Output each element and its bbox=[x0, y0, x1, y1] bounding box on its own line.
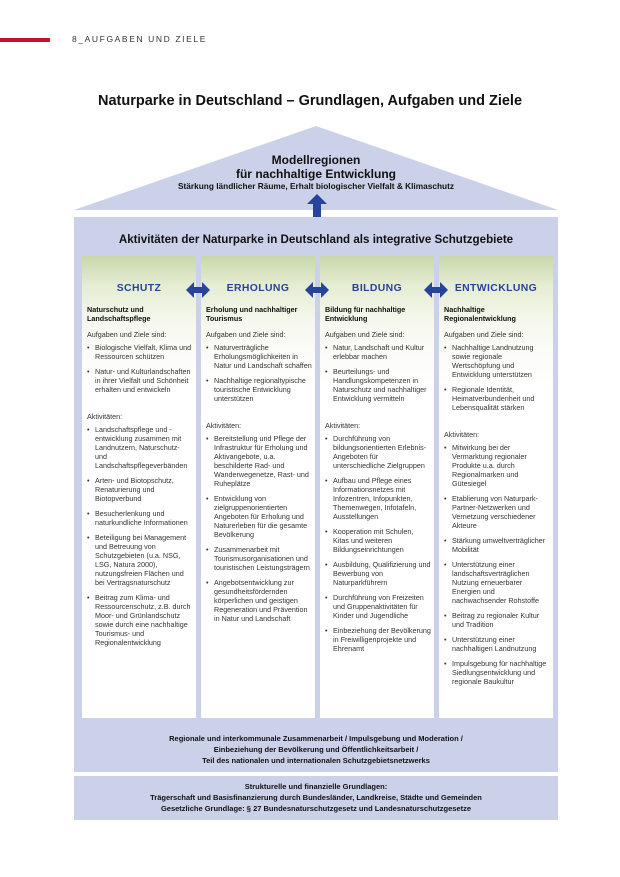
column-subtitle: Nachhaltige Regionalentwicklung bbox=[444, 305, 516, 323]
activity-item: Entwicklung von zielgruppenorientierten … bbox=[206, 494, 312, 539]
heading-erholung: ERHOLUNG bbox=[226, 283, 290, 294]
goal-item: Biologische Vielfalt, Klima und Ressourc… bbox=[87, 343, 193, 361]
goals-label: Aufgaben und Ziele sind: bbox=[444, 330, 524, 339]
activity-item: Zusammenarbeit mit Tourismusorganisation… bbox=[206, 545, 312, 572]
heading-entwicklung: ENTWICKLUNG bbox=[454, 283, 538, 294]
activity-item: Etablierung von Naturpark-Partner-Netzwe… bbox=[444, 494, 550, 530]
goal-item: Nachhaltige Landnutzung sowie regionale … bbox=[444, 343, 550, 379]
activity-item: Unterstützung einer nachhaltigen Landnut… bbox=[444, 635, 550, 653]
up-arrow-icon bbox=[307, 194, 327, 218]
roof-line-1: Modellregionen bbox=[271, 153, 361, 167]
activity-item: Einbeziehung der Bevölkerung in Freiwill… bbox=[325, 626, 431, 653]
goal-item: Natur- und Kulturlandschaften in ihrer V… bbox=[87, 367, 193, 394]
goals-list: Nachhaltige Landnutzung sowie regionale … bbox=[444, 343, 550, 412]
goals-label: Aufgaben und Ziele sind: bbox=[87, 330, 167, 339]
activities-list: Landschaftspflege und -entwicklung zusam… bbox=[87, 425, 193, 647]
foundation-block bbox=[74, 776, 558, 820]
goals-label: Aufgaben und Ziele sind: bbox=[206, 330, 286, 339]
spacer bbox=[325, 409, 431, 421]
foundation-text: Strukturelle und finanzielle Grundlagen:… bbox=[74, 781, 558, 814]
activity-item: Beitrag zum Klima- und Ressourcenschutz,… bbox=[87, 593, 193, 647]
goal-item: Nachhaltige regionaltypische touristisch… bbox=[206, 376, 312, 403]
activity-item: Landschaftspflege und -entwicklung zusam… bbox=[87, 425, 193, 470]
foundation-line-2: Trägerschaft und Basisfinanzierung durch… bbox=[150, 793, 482, 802]
goals-list: Biologische Vielfalt, Klima und Ressourc… bbox=[87, 343, 193, 394]
activities-label: Aktivitäten: bbox=[206, 421, 242, 430]
double-arrow-icon bbox=[424, 282, 448, 298]
goals-list: Natur, Landschaft und Kultur erlebbar ma… bbox=[325, 343, 431, 403]
activity-item: Durchführung von Freizeiten und Gruppena… bbox=[325, 593, 431, 620]
activities-label: Aktivitäten: bbox=[444, 430, 480, 439]
goal-item: Natur, Landschaft und Kultur erlebbar ma… bbox=[325, 343, 431, 361]
cross-cutting-line-2: Einbeziehung der Bevölkerung und Öffentl… bbox=[213, 745, 419, 754]
cross-cutting-tasks: Regionale und interkommunale Zusammenarb… bbox=[74, 733, 558, 766]
activity-item: Stärkung umweltverträglicher Mobilität bbox=[444, 536, 550, 554]
goal-item: Regionale Identität, Heimatverbundenheit… bbox=[444, 385, 550, 412]
activity-item: Angebotsentwicklung zur gesundheitsförde… bbox=[206, 578, 312, 623]
activities-list: Mitwirkung bei der Vermarktung regionale… bbox=[444, 443, 550, 686]
activity-item: Ausbildung, Qualifizierung und Bewerbung… bbox=[325, 560, 431, 587]
goals-label: Aufgaben und Ziele sind: bbox=[325, 330, 405, 339]
activities-list: Durchführung von bildungsorientierten Er… bbox=[325, 434, 431, 653]
activities-label: Aktivitäten: bbox=[325, 421, 361, 430]
activity-item: Durchführung von bildungsorientierten Er… bbox=[325, 434, 431, 470]
activity-item: Mitwirkung bei der Vermarktung regionale… bbox=[444, 443, 550, 488]
roof-subline: Stärkung ländlicher Räume, Erhalt biolog… bbox=[177, 181, 454, 191]
cross-cutting-line-1: Regionale und interkommunale Zusammenarb… bbox=[169, 734, 463, 743]
double-arrow-icon bbox=[186, 282, 210, 298]
page-header-label: 8_AUFGABEN UND ZIELE bbox=[72, 34, 207, 44]
activity-item: Kooperation mit Schulen, Kitas und weite… bbox=[325, 527, 431, 554]
goal-item: Beurteilungs- und Handlungskompetenzen i… bbox=[325, 367, 431, 403]
activities-list: Bereitstellung und Pflege der Infrastruk… bbox=[206, 434, 312, 623]
foundation-line-1: Strukturelle und finanzielle Grundlagen: bbox=[244, 782, 388, 791]
spacer bbox=[444, 418, 550, 430]
goals-list: Naturverträgliche Erholungsmöglichkeiten… bbox=[206, 343, 312, 403]
cross-cutting-line-3: Teil des nationalen und internationalen … bbox=[202, 756, 430, 765]
activity-item: Arten- und Biotopschutz, Renaturierung u… bbox=[87, 476, 193, 503]
page-title: Naturparke in Deutschland – Grundlagen, … bbox=[97, 93, 523, 109]
activity-item: Beitrag zu regionaler Kultur und Traditi… bbox=[444, 611, 550, 629]
activity-item: Impulsgebung für nachhaltige Siedlungsen… bbox=[444, 659, 550, 686]
activity-item: Bereitstellung und Pflege der Infrastruk… bbox=[206, 434, 312, 488]
house-title: Aktivitäten der Naturparke in Deutschlan… bbox=[118, 233, 514, 246]
activities-label: Aktivitäten: bbox=[87, 412, 123, 421]
roof-heading: Modellregionen für nachhaltige Entwicklu… bbox=[74, 153, 558, 181]
heading-bildung: BILDUNG bbox=[351, 283, 403, 294]
column-subtitle: Naturschutz und Landschaftspflege bbox=[87, 305, 151, 323]
activity-item: Unterstützung einer landschaftsverträgli… bbox=[444, 560, 550, 605]
heading-schutz: SCHUTZ bbox=[116, 283, 162, 294]
column-subtitle: Bildung für nachhaltige Entwicklung bbox=[325, 305, 406, 323]
goal-item: Naturverträgliche Erholungsmöglichkeiten… bbox=[206, 343, 312, 370]
spacer bbox=[206, 409, 312, 421]
double-arrow-icon bbox=[305, 282, 329, 298]
column-subtitle: Erholung und nachhaltiger Tourismus bbox=[206, 305, 298, 323]
foundation-line-3: Gesetzliche Grundlage: § 27 Bundesnaturs… bbox=[160, 804, 472, 813]
header-accent-bar bbox=[0, 38, 50, 42]
roof-line-2: für nachhaltige Entwicklung bbox=[235, 167, 396, 181]
activity-item: Besucherlenkung und naturkundliche Infor… bbox=[87, 509, 193, 527]
activity-item: Beteiligung bei Management und Betreuung… bbox=[87, 533, 193, 587]
roof-shape bbox=[74, 126, 558, 210]
spacer bbox=[87, 400, 193, 412]
activity-item: Aufbau und Pflege eines Informationsnetz… bbox=[325, 476, 431, 521]
